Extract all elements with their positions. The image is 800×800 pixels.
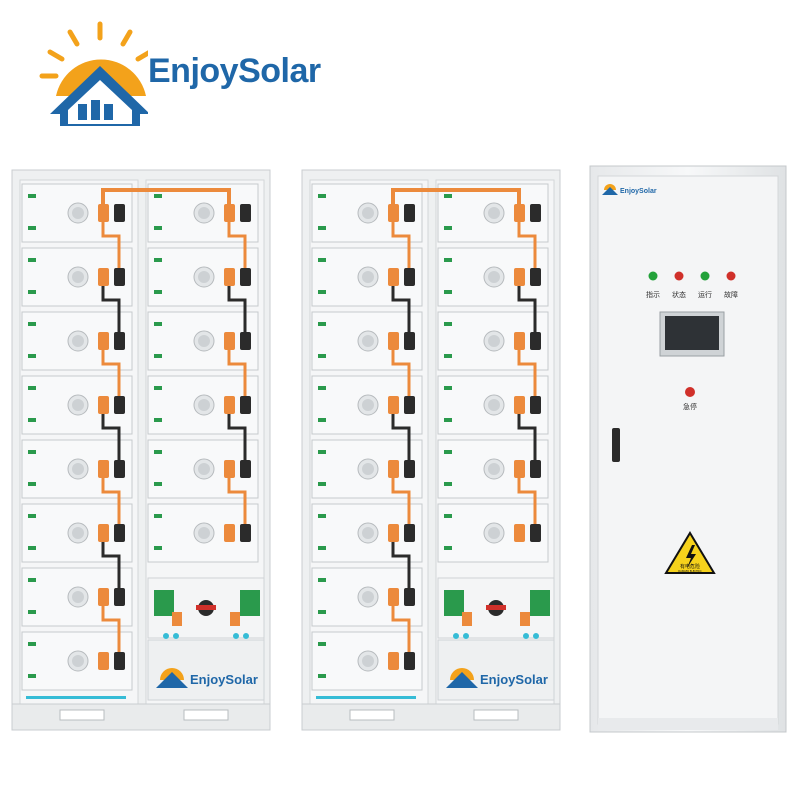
warning-sign: 有电危险 DANGER ELECTRIC bbox=[664, 531, 716, 574]
battery-module bbox=[311, 375, 423, 435]
battery-module bbox=[311, 567, 423, 627]
battery-module bbox=[311, 439, 423, 499]
power-cable bbox=[227, 222, 247, 268]
battery-module bbox=[147, 311, 259, 371]
indicator-light-3 bbox=[700, 271, 710, 281]
battery-module bbox=[21, 631, 133, 691]
power-cable bbox=[517, 222, 537, 268]
power-cable bbox=[227, 286, 247, 332]
warning-label: 有电危险 bbox=[680, 563, 700, 570]
power-cable bbox=[391, 478, 411, 524]
indicator-label-4: 故障 bbox=[724, 290, 738, 299]
power-cable bbox=[517, 478, 537, 524]
indicator-light-1 bbox=[648, 271, 658, 281]
power-cable bbox=[101, 414, 121, 460]
switch-box-logo-middle: EnjoySolar bbox=[446, 668, 548, 688]
cabinet-logo-text: EnjoySolar bbox=[620, 188, 657, 195]
brand-name: EnjoySolar bbox=[148, 52, 321, 90]
enjoysolar-logo bbox=[28, 18, 358, 128]
switch-box-logo-text-left: EnjoySolar bbox=[190, 672, 258, 687]
indicator-light-2 bbox=[674, 271, 684, 281]
bridge-cable bbox=[391, 188, 521, 204]
battery-module bbox=[21, 311, 133, 371]
bridge-cable bbox=[101, 188, 231, 204]
power-cable bbox=[101, 542, 121, 588]
battery-module bbox=[21, 183, 133, 243]
battery-module bbox=[311, 183, 423, 243]
switch-box-left bbox=[147, 577, 265, 701]
sun-house-icon bbox=[39, 21, 153, 126]
power-cable bbox=[517, 286, 537, 332]
battery-module bbox=[437, 183, 549, 243]
power-cable bbox=[391, 286, 411, 332]
battery-module bbox=[21, 247, 133, 307]
indicator-label-2: 状态 bbox=[672, 290, 686, 299]
power-cable bbox=[101, 606, 121, 652]
power-cable bbox=[101, 350, 121, 396]
indicator-light-4 bbox=[726, 271, 736, 281]
battery-module bbox=[21, 567, 133, 627]
power-cable bbox=[391, 606, 411, 652]
battery-module bbox=[21, 375, 133, 435]
warning-sublabel: DANGER ELECTRIC bbox=[678, 569, 702, 573]
battery-module bbox=[311, 631, 423, 691]
battery-module bbox=[311, 311, 423, 371]
power-cable bbox=[517, 414, 537, 460]
indicator-label-1: 指示 bbox=[646, 290, 660, 299]
battery-module bbox=[311, 503, 423, 563]
battery-module bbox=[437, 311, 549, 371]
power-cable bbox=[227, 350, 247, 396]
power-cable bbox=[391, 414, 411, 460]
battery-module bbox=[437, 375, 549, 435]
battery-module bbox=[437, 503, 549, 563]
emergency-stop-label: 急停 bbox=[683, 402, 697, 411]
power-cable bbox=[391, 222, 411, 268]
battery-module bbox=[147, 247, 259, 307]
battery-module bbox=[437, 439, 549, 499]
power-cable bbox=[227, 414, 247, 460]
indicator-label-3: 运行 bbox=[698, 290, 712, 299]
emergency-stop-button[interactable] bbox=[685, 387, 695, 397]
power-cable bbox=[391, 350, 411, 396]
power-cable bbox=[101, 478, 121, 524]
switch-box-logo-left: EnjoySolar bbox=[156, 668, 258, 688]
power-cable bbox=[227, 478, 247, 524]
battery-module bbox=[147, 503, 259, 563]
battery-module bbox=[21, 503, 133, 563]
power-cable bbox=[391, 542, 411, 588]
control-cabinet: EnjoySolar 指示 状态 运行 故障 急停 有电危险 DANGER EL… bbox=[589, 165, 787, 733]
battery-module bbox=[147, 375, 259, 435]
door-handle[interactable] bbox=[612, 428, 620, 462]
battery-module bbox=[21, 439, 133, 499]
battery-module bbox=[147, 183, 259, 243]
power-cable bbox=[101, 222, 121, 268]
battery-module bbox=[437, 247, 549, 307]
battery-module bbox=[147, 439, 259, 499]
power-cable bbox=[101, 286, 121, 332]
switch-box-logo-text-middle: EnjoySolar bbox=[480, 672, 548, 687]
power-cable bbox=[517, 350, 537, 396]
battery-module bbox=[311, 247, 423, 307]
